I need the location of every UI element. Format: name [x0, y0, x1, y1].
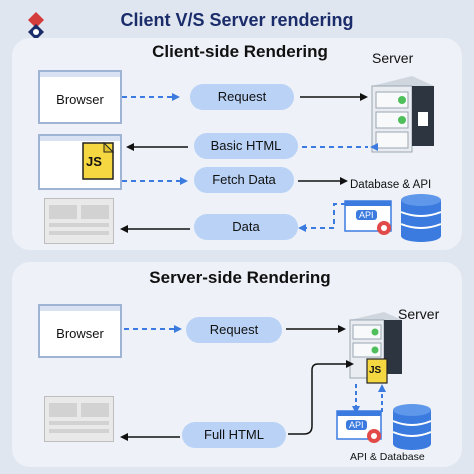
client-placeholder-page	[44, 198, 114, 244]
database-icon	[400, 194, 442, 242]
client-db-label: Database & API	[350, 179, 432, 191]
arrow-icon	[296, 174, 348, 186]
client-server-label: Server	[372, 50, 414, 66]
server-browser-window: Browser	[38, 304, 122, 358]
js-file-icon: JS	[82, 141, 115, 180]
arrow-icon	[126, 140, 190, 152]
client-fetch-data-pill: Fetch Data	[194, 167, 294, 193]
server-heading: Server-side Rendering	[149, 268, 331, 287]
arrow-icon	[284, 322, 346, 334]
arrow-icon	[298, 90, 368, 102]
client-browser-window: Browser	[38, 70, 122, 124]
server-browser-label: Browser	[56, 326, 104, 341]
database-icon	[392, 404, 432, 450]
arrow-icon	[300, 140, 380, 152]
gear-icon	[374, 218, 394, 238]
client-js-badge: JS	[86, 154, 102, 169]
server-rendered-page	[44, 396, 114, 442]
page-title: Client V/S Server rendering	[120, 10, 354, 30]
arrow-icon	[122, 322, 182, 334]
api-icon: API	[344, 200, 396, 236]
server-api-badge: API	[346, 420, 367, 430]
server-js-badge: JS	[369, 365, 382, 376]
arrow-icon	[120, 90, 180, 102]
js-file-icon: JS	[366, 358, 388, 384]
gear-icon	[364, 426, 384, 446]
server-server-label: Server	[398, 306, 440, 322]
client-data-pill: Data	[194, 214, 298, 240]
server-full-html-pill: Full HTML	[182, 422, 286, 448]
arrow-icon	[120, 174, 190, 186]
server-icon	[368, 72, 438, 156]
arrow-icon	[298, 200, 348, 234]
client-request-pill: Request	[190, 84, 294, 110]
arrow-icon	[120, 430, 182, 442]
server-request-pill: Request	[186, 317, 282, 343]
client-browser-label: Browser	[56, 92, 104, 107]
client-basic-html-pill: Basic HTML	[194, 133, 298, 159]
arrow-icon	[350, 382, 390, 414]
client-heading: Client-side Rendering	[152, 42, 328, 61]
server-db-label: API & Database	[350, 451, 425, 463]
client-api-badge: API	[356, 210, 377, 220]
arrow-icon	[120, 222, 192, 234]
arrow-icon	[286, 360, 354, 440]
